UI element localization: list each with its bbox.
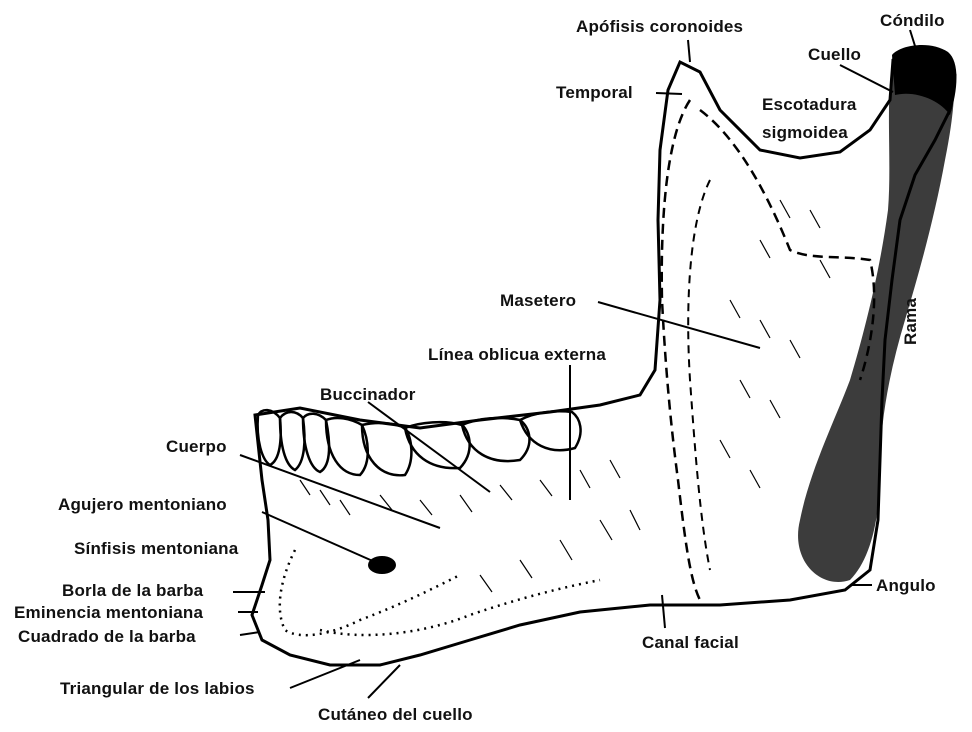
label-triangular-labios: Triangular de los labios bbox=[60, 680, 255, 697]
mental-foramen bbox=[368, 556, 396, 574]
label-condilo: Cóndilo bbox=[880, 12, 945, 29]
label-masetero: Masetero bbox=[500, 292, 576, 309]
label-cutaneo-cuello: Cutáneo del cuello bbox=[318, 706, 473, 723]
lower-dotted bbox=[320, 580, 600, 635]
label-cuerpo: Cuerpo bbox=[166, 438, 227, 455]
label-sinfisis-mentoniana: Sínfisis mentoniana bbox=[74, 540, 238, 557]
masseter-dashed bbox=[700, 110, 874, 380]
label-apofisis-coronoides: Apófisis coronoides bbox=[576, 18, 743, 35]
label-escotadura: Escotadura bbox=[762, 96, 857, 113]
label-sigmoidea: sigmoidea bbox=[762, 124, 848, 141]
label-borla-barba: Borla de la barba bbox=[62, 582, 203, 599]
teeth bbox=[258, 410, 581, 475]
label-cuello: Cuello bbox=[808, 46, 861, 63]
label-eminencia-mentoniana: Eminencia mentoniana bbox=[14, 604, 203, 621]
label-angulo: Angulo bbox=[876, 577, 936, 594]
label-rama: Rama bbox=[902, 298, 919, 345]
inner-dashed bbox=[688, 180, 710, 570]
label-temporal: Temporal bbox=[556, 84, 633, 101]
temporal-dashed bbox=[662, 100, 700, 600]
label-cuadrado-barba: Cuadrado de la barba bbox=[18, 628, 196, 645]
label-linea-oblicua: Línea oblicua externa bbox=[428, 346, 606, 363]
label-canal-facial: Canal facial bbox=[642, 634, 739, 651]
label-buccinador: Buccinador bbox=[320, 386, 416, 403]
label-agujero-mentoniano: Agujero mentoniano bbox=[58, 496, 227, 513]
